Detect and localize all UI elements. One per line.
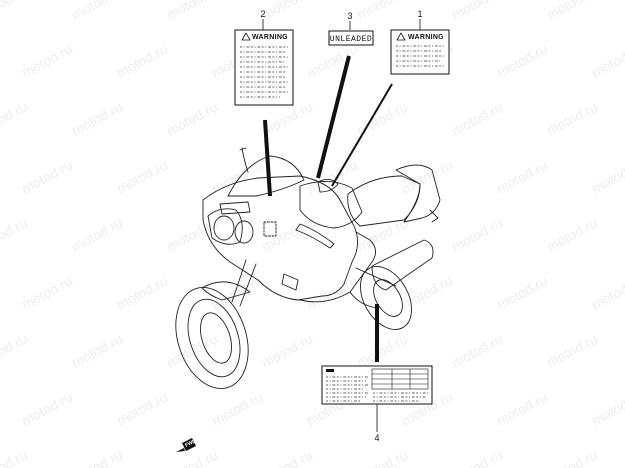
warning-left-heading: WARNING	[252, 34, 288, 41]
watermark-text: motod.ru	[0, 99, 30, 139]
watermark-text: motod.ru	[164, 331, 220, 371]
watermark-text: motod.ru	[0, 215, 30, 255]
watermark-text: motod.ru	[69, 99, 125, 139]
front-marker-text: FWD	[184, 438, 197, 449]
watermark-text: motod.ru	[494, 273, 550, 313]
unleaded-text: UNLEADED	[330, 35, 372, 44]
warning-triangle-icon	[396, 32, 406, 41]
watermark-text: motod.ru	[114, 157, 170, 197]
watermark-text: motod.ru	[354, 447, 410, 468]
watermark-text: motod.ru	[114, 41, 170, 81]
watermark-text: motod.ru	[494, 157, 550, 197]
callout-4: 4	[374, 433, 379, 443]
watermark-text: motod.ru	[589, 389, 625, 429]
watermark-text: motod.ru	[544, 0, 600, 23]
watermark-text: motod.ru	[589, 273, 625, 313]
watermark-text: motod.ru	[69, 447, 125, 468]
watermark-text: motod.ru	[19, 157, 75, 197]
callout-2: 2	[260, 9, 265, 19]
watermark-text: motod.ru	[449, 0, 505, 23]
watermark-text: motod.ru	[259, 447, 315, 468]
watermark-text: motod.ru	[354, 0, 410, 23]
watermark-text: motod.ru	[69, 215, 125, 255]
watermark-text: motod.ru	[0, 331, 30, 371]
callout-1: 1	[417, 9, 422, 19]
watermark-text: motod.ru	[449, 99, 505, 139]
watermark-text: motod.ru	[164, 99, 220, 139]
watermark-text: motod.ru	[164, 447, 220, 468]
watermark-text: motod.ru	[0, 447, 30, 468]
motorcycle-outline	[175, 147, 441, 390]
watermark-text: motod.ru	[354, 331, 410, 371]
watermark-text: motod.ru	[19, 41, 75, 81]
watermark-text: motod.ru	[449, 447, 505, 468]
leader-lines	[262, 19, 421, 432]
watermark-text: motod.ru	[69, 331, 125, 371]
watermark-text: motod.ru	[449, 215, 505, 255]
info-label	[321, 365, 433, 405]
watermark-text: motod.ru	[544, 99, 600, 139]
watermark-text: motod.ru	[544, 331, 600, 371]
watermark-text: motod.ru	[19, 273, 75, 313]
callout-3: 3	[347, 11, 352, 21]
warning-triangle-icon	[241, 32, 251, 41]
watermark-text: motod.ru	[164, 0, 220, 23]
watermark-text: motod.ru	[19, 389, 75, 429]
warning-right-heading: WARNING	[408, 34, 444, 41]
watermark-text: motod.ru	[259, 331, 315, 371]
watermark-text: motod.ru	[544, 215, 600, 255]
watermark-text: motod.ru	[114, 273, 170, 313]
watermark-text: motod.ru	[449, 331, 505, 371]
watermark-text: motod.ru	[209, 273, 265, 313]
watermark-text: motod.ru	[69, 0, 125, 23]
watermark-text: motod.ru	[304, 41, 360, 81]
watermark-text: motod.ru	[399, 273, 455, 313]
watermark-text: motod.ru	[494, 389, 550, 429]
watermark-text: motod.ru	[589, 41, 625, 81]
watermark-text: motod.ru	[494, 41, 550, 81]
unleaded-label: UNLEADED	[328, 30, 374, 46]
watermark-text: motod.ru	[589, 157, 625, 197]
watermark-text: motod.ru	[259, 0, 315, 23]
arrow-icon	[182, 438, 196, 451]
warning-label-right: WARNING	[390, 29, 450, 75]
watermark-text: motod.ru	[304, 273, 360, 313]
watermark-text: motod.ru	[114, 389, 170, 429]
front-direction-marker: FWD	[176, 438, 197, 452]
watermark-text: motod.ru	[0, 0, 30, 23]
warning-label-left: WARNING	[234, 29, 294, 106]
watermark-text: motod.ru	[544, 447, 600, 468]
watermark-text: motod.ru	[209, 389, 265, 429]
